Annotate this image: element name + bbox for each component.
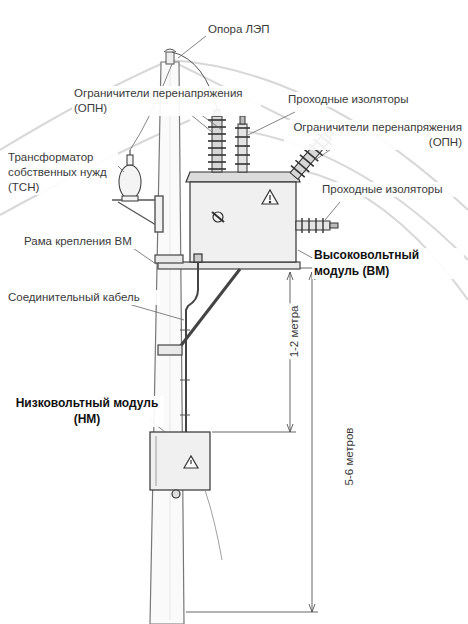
hv-module [186, 172, 300, 262]
module-label: Низковольтный модуль (НМ) [10, 396, 164, 427]
top-insulator [164, 49, 176, 64]
dimension-label: 5-6 метров [342, 426, 357, 488]
part-label: Ограничители перенапряжения (ОПН) [284, 120, 464, 150]
part-label: Проходные изоляторы [320, 182, 464, 197]
hv-frame [155, 255, 300, 355]
dimension-label: 1-2 метра [287, 304, 302, 360]
cable-clamps [180, 330, 190, 415]
part-label: Рама крепления ВМ [22, 234, 156, 249]
part-label: Опора ЛЭП [206, 22, 300, 37]
background-wires [0, 60, 468, 300]
tsn-transformer [119, 64, 172, 201]
tsn-bracket [112, 196, 163, 232]
dimension-lines [186, 268, 318, 612]
pole [150, 62, 184, 624]
surge-arrester [208, 110, 226, 172]
part-label: Соединительный кабель [6, 290, 160, 305]
lv-module [150, 432, 222, 560]
part-label: Проходные изоляторы [286, 92, 430, 107]
module-label: Высоковольтный модуль (ВМ) [312, 248, 464, 279]
cable [186, 262, 198, 432]
part-label: Трансформатор собственных нужд (ТСН) [6, 150, 118, 195]
bushing [235, 116, 250, 172]
side-bushing [296, 218, 338, 233]
part-label: Ограничители перенапряжения (ОПН) [72, 86, 261, 116]
